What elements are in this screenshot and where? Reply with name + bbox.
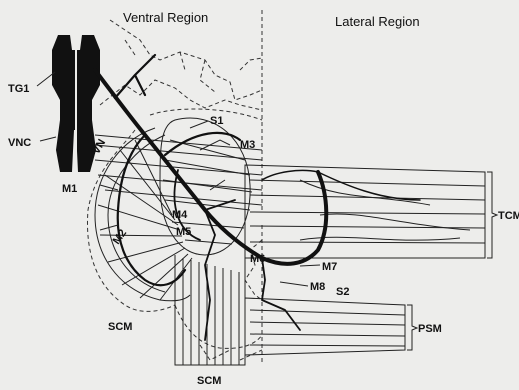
scm-left-label: SCM <box>108 321 132 333</box>
m1-label: M1 <box>62 183 77 195</box>
m5-label: M5 <box>176 226 191 238</box>
m7-label: M7 <box>322 261 337 273</box>
lateral-region-label: Lateral Region <box>335 14 420 29</box>
m3-label: M3 <box>240 139 255 151</box>
m4-label: M4 <box>172 209 188 221</box>
psm-label: PSM <box>418 323 442 335</box>
m6-label: M6 <box>250 253 265 265</box>
tcm-muscle-block <box>245 165 497 258</box>
m2-label: M2 <box>111 227 130 246</box>
ventral-region-label: Ventral Region <box>123 10 208 25</box>
tg1-label: TG1 <box>8 83 29 95</box>
scm-bottom-label: SCM <box>197 375 221 387</box>
tcm-label: TCM <box>498 210 519 222</box>
m8-label: M8 <box>310 281 325 293</box>
psm-muscle-block <box>245 298 417 355</box>
s1-label: S1 <box>210 115 223 127</box>
vnc-label: VNC <box>8 137 31 149</box>
s2-label: S2 <box>336 286 349 298</box>
vn-nerve-trunk <box>95 70 326 264</box>
